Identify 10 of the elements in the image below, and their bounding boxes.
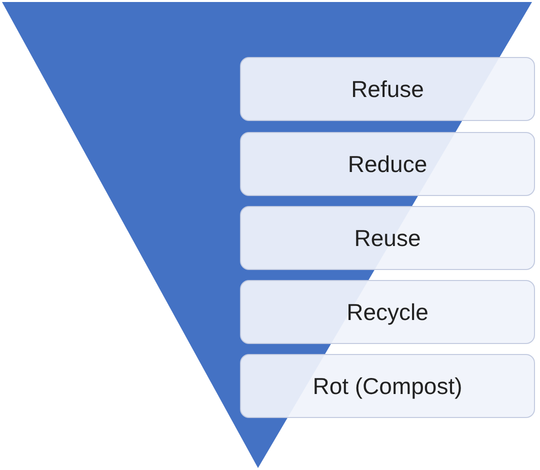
step-box (240, 280, 535, 344)
step-label: Reduce (348, 150, 428, 178)
step-box (240, 57, 535, 121)
step-label: Reuse (354, 224, 421, 252)
step-label: Refuse (351, 76, 424, 102)
step-box (240, 132, 535, 196)
step-label: Rot (Compost) (312, 372, 462, 400)
step-box (240, 206, 535, 270)
step-box (240, 354, 535, 418)
step-label: Recycle (346, 298, 428, 326)
